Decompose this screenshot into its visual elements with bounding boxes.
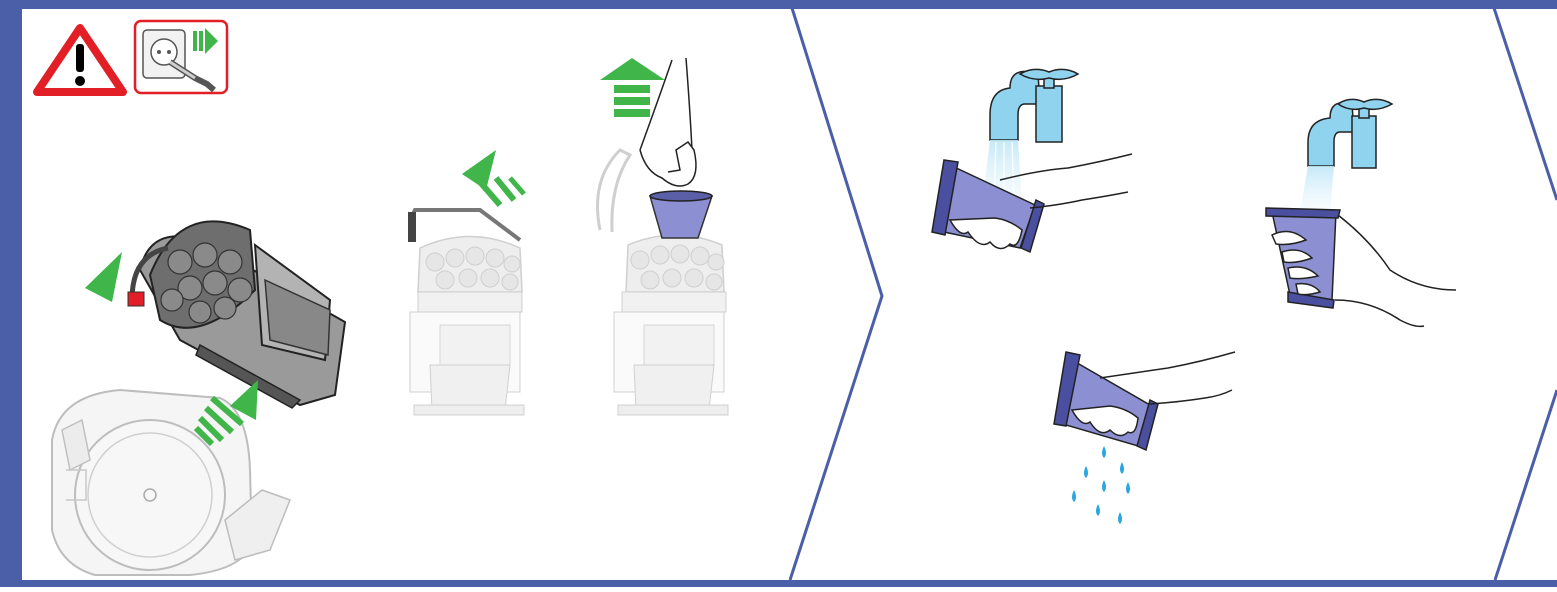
lid-open-arrow-icon xyxy=(462,150,524,205)
warning-triangle-icon xyxy=(37,28,123,92)
step-divider xyxy=(1494,8,1557,580)
cyclone-with-filter-illustration xyxy=(598,150,729,415)
tap-icon xyxy=(990,69,1078,142)
tap-icon xyxy=(1308,99,1392,168)
water-stream xyxy=(1300,166,1334,212)
step-divider xyxy=(790,8,882,580)
filter-illustration xyxy=(650,191,712,238)
filter-shake-illustration xyxy=(1054,352,1158,450)
cyclone-assembly-illustration xyxy=(128,221,345,408)
unplug-icon xyxy=(135,21,227,93)
cyclone-lid-open-illustration xyxy=(408,210,524,415)
release-arrow-icon xyxy=(85,252,122,302)
water-drops-icon xyxy=(1072,446,1130,524)
